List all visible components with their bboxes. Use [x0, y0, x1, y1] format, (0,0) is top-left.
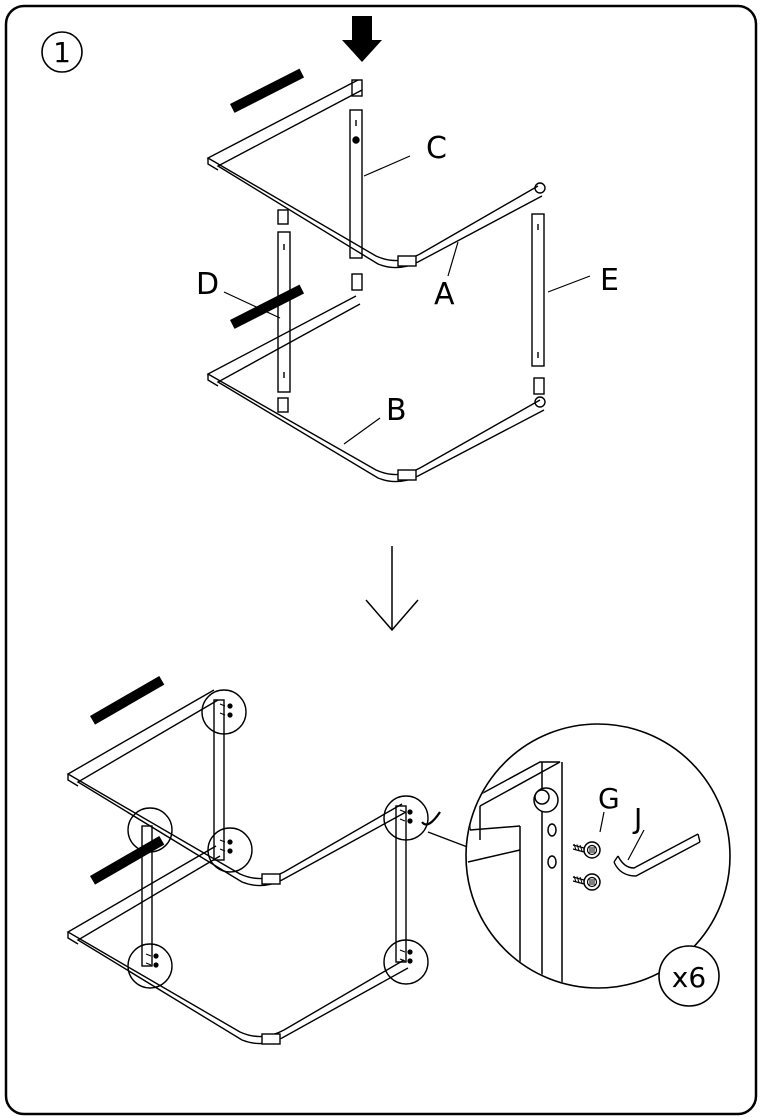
- post-part-c: [349, 109, 363, 259]
- quantity-badge: x6: [658, 945, 720, 1007]
- label-allen-key-j: J: [632, 802, 642, 835]
- insert-arrow-icon: [342, 16, 382, 62]
- post-part-d: [277, 231, 291, 393]
- frame-part-b: [206, 284, 546, 483]
- detail-magnifier: G J: [465, 723, 731, 989]
- small-key-icon: [421, 811, 441, 826]
- frame-part-a: [206, 68, 546, 269]
- joint-callouts: [127, 689, 429, 989]
- frame-assembled-view: [66, 675, 409, 1045]
- frame-exploded-view: [206, 68, 546, 483]
- label-bolt-g: G: [598, 782, 620, 815]
- label-part-c: C: [426, 131, 447, 166]
- step-number-badge: 1: [41, 31, 83, 73]
- label-part-d: D: [196, 267, 219, 302]
- joint-bolts: [145, 702, 414, 969]
- label-part-e: E: [600, 263, 619, 298]
- label-part-b: B: [386, 393, 407, 428]
- post-part-e: [531, 213, 545, 367]
- detail-leader: [427, 831, 471, 849]
- allen-key-j-icon: [613, 833, 701, 877]
- step-number: 1: [53, 36, 71, 69]
- part-leaders-top: [223, 155, 591, 445]
- label-part-a: A: [434, 277, 455, 312]
- page-border: [4, 4, 758, 1116]
- quantity-label: x6: [672, 961, 706, 994]
- result-arrow-icon: [365, 546, 419, 632]
